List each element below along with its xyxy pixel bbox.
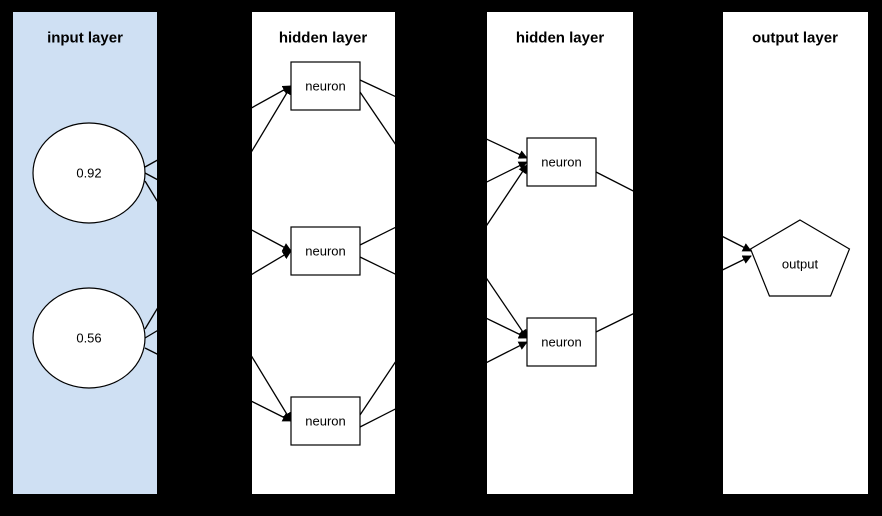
node-label-h2-1: neuron	[541, 335, 581, 350]
node-label-in-0: 0.92	[76, 166, 101, 181]
layer-panel-hidden-2	[487, 12, 633, 494]
layer-title-hidden-1: hidden layer	[279, 30, 368, 47]
layer-title-hidden-2: hidden layer	[516, 30, 605, 47]
node-shape-h2-1[interactable]	[526, 317, 597, 367]
layer-title-input: input layer	[47, 30, 123, 47]
layer-panel-input	[13, 12, 157, 494]
nodes-group: 0.92 0.56 neuron neuron neuron neuron neuron ou…	[32, 61, 851, 446]
node-label-in-1: 0.56	[76, 331, 101, 346]
layer-titles-group: input layer hidden layer hidden layer outpu…	[47, 30, 838, 47]
background-gaps-group	[157, 0, 723, 516]
node-label-out-0: output	[782, 257, 819, 272]
node-shape-out-0[interactable]	[749, 219, 851, 297]
node-shape-h1-1[interactable]	[290, 226, 361, 276]
layer-title-output: output layer	[752, 30, 838, 47]
node-shape-in-0[interactable]	[32, 122, 146, 224]
node-shape-h2-0[interactable]	[526, 137, 597, 187]
layer-gap-2	[633, 0, 723, 516]
node-label-h1-1: neuron	[305, 244, 345, 259]
node-label-h1-2: neuron	[305, 414, 345, 429]
node-shape-in-1[interactable]	[32, 287, 146, 389]
node-label-h2-0: neuron	[541, 155, 581, 170]
node-label-h1-0: neuron	[305, 79, 345, 94]
layer-gap-1	[395, 0, 487, 516]
node-shape-h1-2[interactable]	[290, 396, 361, 446]
node-shape-h1-0[interactable]	[290, 61, 361, 111]
layer-gap-0	[157, 0, 252, 516]
